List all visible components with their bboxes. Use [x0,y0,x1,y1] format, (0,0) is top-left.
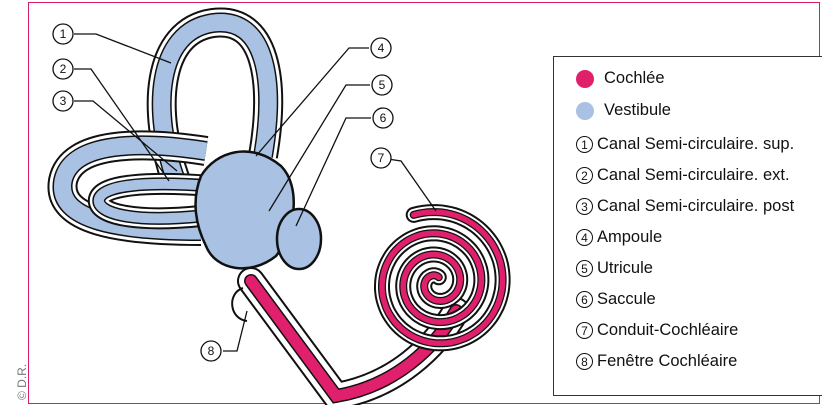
legend-number: 5 [576,260,593,277]
legend-item-8: 8 Fenêtre Cochléaire [576,352,737,371]
legend-number: 3 [576,198,593,215]
callout-number: 7 [378,151,385,165]
legend-label: Canal Semi-circulaire. post [597,197,794,216]
callout-number: 2 [60,62,67,76]
legend-item-vestibule: Vestibule [576,101,671,120]
legend-item-cochlea: Cochlée [576,69,665,88]
legend-label: Vestibule [604,101,671,120]
cochlea-swatch [576,70,594,88]
legend-item-6: 6 Saccule [576,290,656,309]
legend-number: 2 [576,167,593,184]
legend-item-7: 7 Conduit-Cochléaire [576,321,738,340]
figure-frame: 1 2 3 4 5 6 7 8 Cochlée Vestibule 1 Canal Semi-… [28,2,820,404]
callout-2: 2 [53,59,73,79]
callout-number: 4 [378,41,385,55]
legend-number: 4 [576,229,593,246]
callout-number: 8 [208,344,215,358]
legend-label: Conduit-Cochléaire [597,321,738,340]
legend-item-5: 5 Utricule [576,259,653,278]
callout-4: 4 [371,38,391,58]
legend-label: Utricule [597,259,653,278]
credit-text: © D.R. [15,364,29,400]
vestibule-swatch [576,102,594,120]
callout-7: 7 [371,148,391,168]
legend-number: 6 [576,291,593,308]
copyright-credit: © D.R. [3,340,17,400]
legend-label: Saccule [597,290,656,309]
legend-label: Fenêtre Cochléaire [597,352,737,371]
callout-5: 5 [372,75,392,95]
callout-1: 1 [53,24,73,44]
legend-number: 7 [576,322,593,339]
legend-number: 1 [576,136,593,153]
callout-8: 8 [201,341,221,361]
callout-3: 3 [53,91,73,111]
legend-label: Cochlée [604,69,665,88]
legend-label: Ampoule [597,228,662,247]
lateral-canal [99,184,211,218]
legend: Cochlée Vestibule 1 Canal Semi-circulair… [553,56,822,396]
legend-item-3: 3 Canal Semi-circulaire. post [576,197,794,216]
legend-label: Canal Semi-circulaire. sup. [597,135,794,154]
callout-number: 5 [379,78,386,92]
legend-item-4: 4 Ampoule [576,228,662,247]
vestibule [62,22,321,269]
callout-number: 1 [60,27,67,41]
callout-number: 3 [60,94,67,108]
callout-number: 6 [380,111,387,125]
legend-item-1: 1 Canal Semi-circulaire. sup. [576,135,794,154]
legend-label: Canal Semi-circulaire. ext. [597,166,790,185]
legend-number: 8 [576,353,593,370]
legend-item-2: 2 Canal Semi-circulaire. ext. [576,166,790,185]
callout-6: 6 [373,108,393,128]
